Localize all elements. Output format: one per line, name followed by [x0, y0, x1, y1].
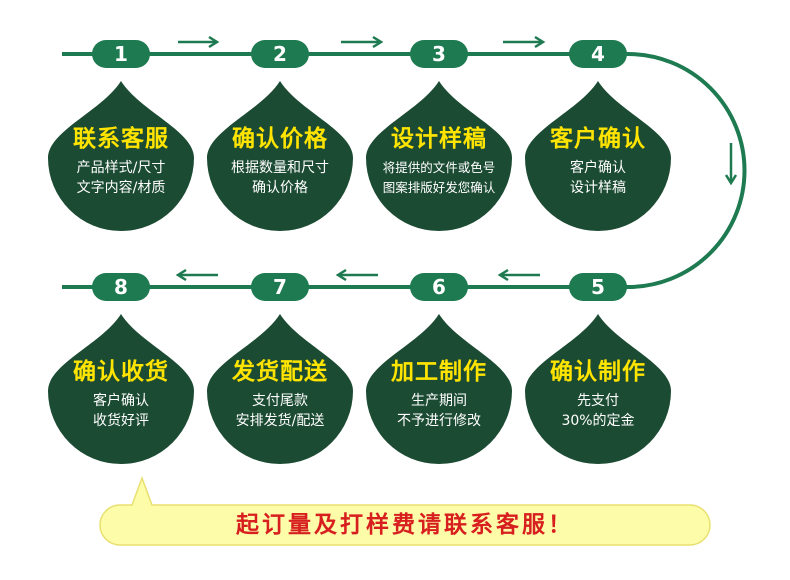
step-desc-line2: 设计样稿	[570, 180, 626, 196]
step-3-number: 3	[410, 40, 468, 68]
step-desc-line2: 文字内容/材质	[76, 180, 166, 196]
drop-shape	[366, 314, 512, 464]
arrow-left-icon	[175, 268, 218, 282]
arrow-down-icon	[724, 143, 738, 186]
drop-shape	[207, 314, 353, 464]
step-title: 确认制作	[550, 359, 646, 385]
drop-shape	[48, 81, 194, 231]
uturn-curve	[600, 52, 747, 289]
step-desc-line1: 先支付	[577, 393, 619, 409]
step-7-card: 发货配送 支付尾款 安排发货/配送	[207, 312, 353, 464]
step-title: 确认价格	[232, 126, 328, 152]
drop-shape	[207, 81, 353, 231]
step-desc-line2: 30%的定金	[561, 413, 635, 429]
step-8-number: 8	[92, 273, 150, 301]
step-2-card: 确认价格 根据数量和尺寸 确认价格	[207, 79, 353, 231]
drop-shape	[366, 81, 512, 231]
step-desc-line1: 生产期间	[411, 393, 467, 409]
arrow-left-icon	[335, 268, 378, 282]
step-title: 联系客服	[73, 126, 169, 152]
drop-shape	[525, 314, 671, 464]
step-desc-line1: 客户确认	[570, 160, 626, 176]
step-1-card: 联系客服 产品样式/尺寸 文字内容/材质	[48, 79, 194, 231]
arrow-right-icon	[341, 35, 384, 49]
step-desc-line2: 收货好评	[93, 413, 149, 429]
step-desc-line2: 不予进行修改	[397, 413, 481, 429]
arrow-right-icon	[178, 35, 220, 49]
step-6-card: 加工制作 生产期间 不予进行修改	[366, 312, 512, 464]
step-2-number: 2	[251, 40, 309, 68]
step-7-number: 7	[251, 273, 309, 301]
step-8-card: 确认收货 客户确认 收货好评	[48, 312, 194, 464]
step-3-card: 设计样稿 将提供的文件或色号 图案排版好发您确认	[366, 79, 512, 231]
step-title: 加工制作	[391, 359, 487, 385]
drop-shape	[48, 314, 194, 464]
step-title: 确认收货	[73, 359, 169, 385]
step-desc-line1: 将提供的文件或色号	[382, 160, 496, 175]
step-4-card: 客户确认 客户确认 设计样稿	[525, 79, 671, 231]
step-4-number: 4	[569, 40, 627, 68]
step-desc-line1: 根据数量和尺寸	[231, 160, 329, 176]
step-5-number: 5	[569, 273, 627, 301]
drop-shape	[525, 81, 671, 231]
arrow-left-icon	[497, 268, 540, 282]
notice-bubble	[99, 475, 711, 546]
step-desc-line1: 客户确认	[93, 393, 149, 409]
step-title: 客户确认	[550, 126, 646, 152]
step-desc-line2: 图案排版好发您确认	[382, 180, 496, 195]
step-desc-line1: 支付尾款	[252, 393, 308, 409]
step-title: 设计样稿	[391, 126, 487, 152]
step-1-number: 1	[92, 40, 150, 68]
notice-text: 起订量及打样费请联系客服！	[236, 512, 574, 538]
step-5-card: 确认制作 先支付 30%的定金	[525, 312, 671, 464]
step-6-number: 6	[410, 273, 468, 301]
step-desc-line2: 安排发货/配送	[235, 413, 325, 429]
arrow-right-icon	[503, 35, 546, 49]
step-desc-line2: 确认价格	[252, 180, 308, 196]
step-desc-line1: 产品样式/尺寸	[76, 160, 166, 176]
step-title: 发货配送	[232, 359, 328, 385]
